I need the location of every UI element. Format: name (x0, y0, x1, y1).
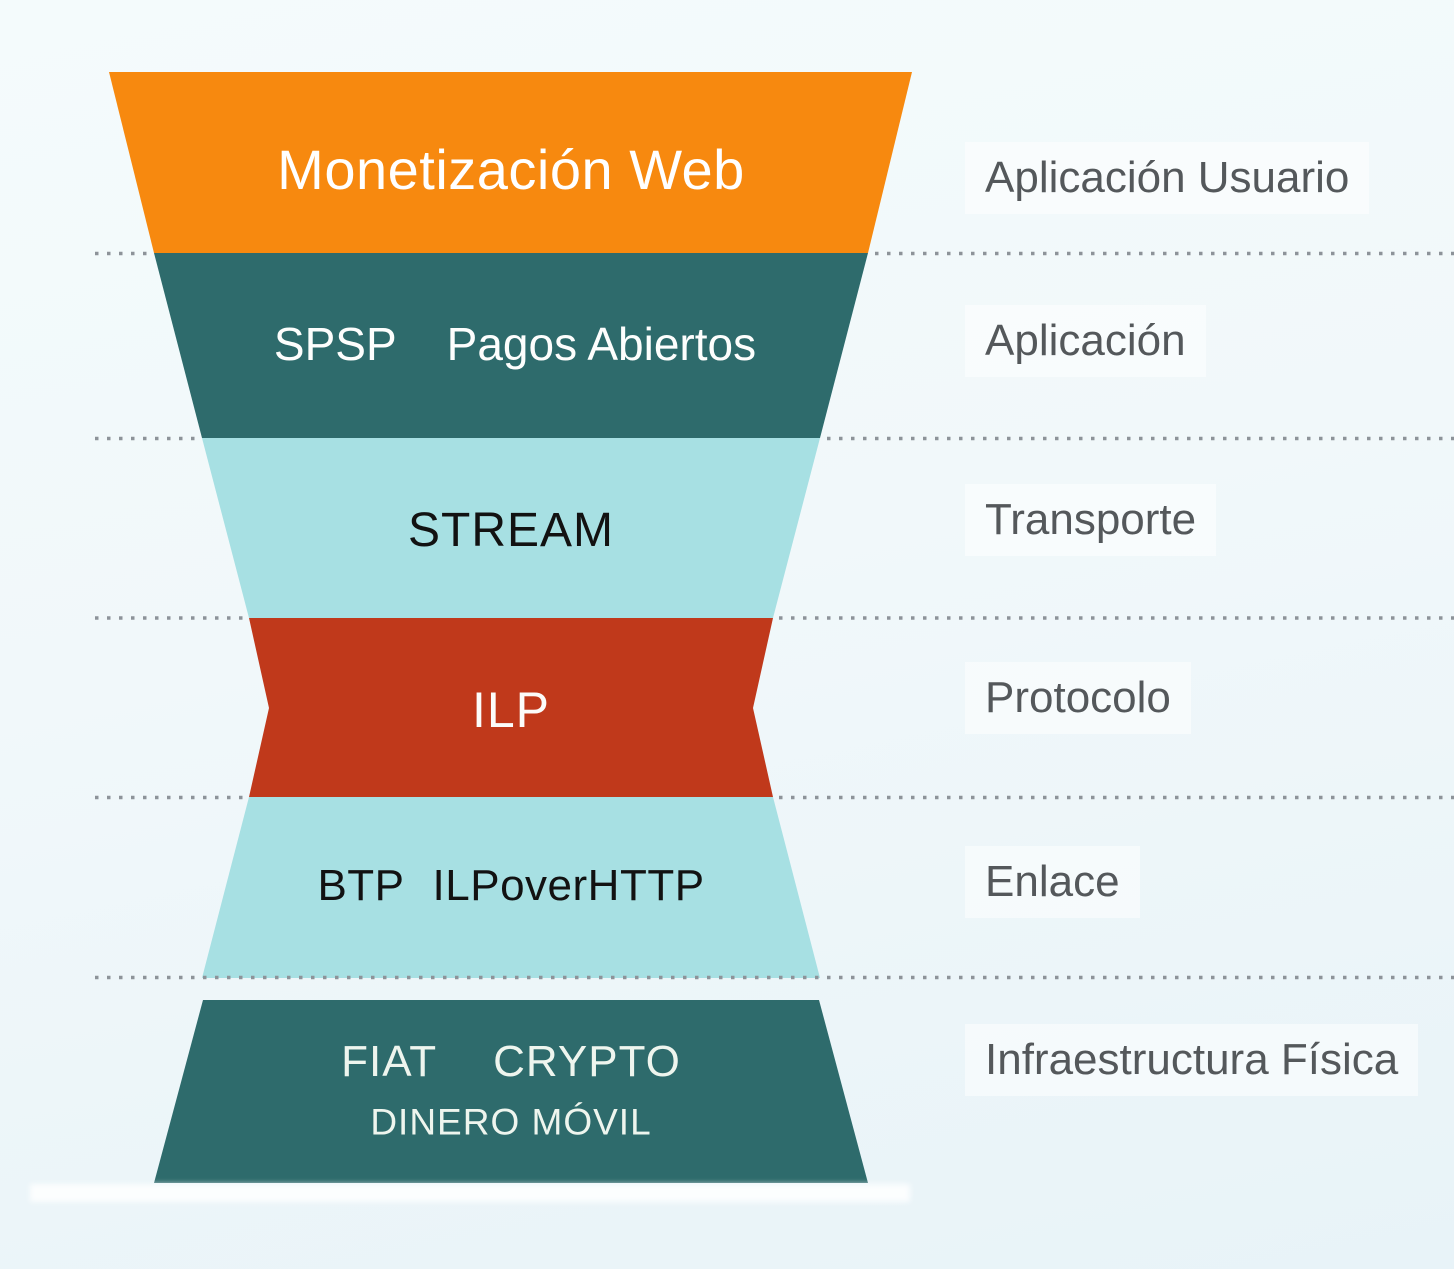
layer-label-text: Monetización Web (277, 138, 745, 201)
right-label-transporte: Transporte (965, 484, 1217, 556)
right-label-aplicacion-usuario: Aplicación Usuario (965, 142, 1370, 214)
right-label-enlace: Enlace (965, 846, 1140, 918)
btp-text: BTP (317, 861, 405, 910)
layer-shape-physical-infrastructure (154, 1000, 868, 1183)
spsp-text: SPSP (273, 318, 397, 370)
layer-label-fiat-crypto: FIAT CRYPTO (341, 1040, 681, 1084)
layer-label-stream: STREAM (408, 507, 614, 555)
layer-shape-stream (202, 438, 820, 618)
stream-text: STREAM (407, 504, 615, 557)
dinero-movil-text: DINERO MÓVIL (370, 1101, 652, 1143)
layer-label-ilp: ILP (472, 685, 550, 735)
ilp-over-http-text: ILPoverHTTP (432, 861, 705, 910)
layer-label-dinero-movil: DINERO MÓVIL (370, 1104, 651, 1141)
layer-shape-btp-ilp-over-http (202, 797, 820, 978)
layer-shape-ilp (249, 618, 773, 797)
layer-label-btp-ilp-over-http: BTP ILPoverHTTP (317, 864, 704, 908)
layer-shape-web-monetization (109, 72, 912, 253)
crypto-text: CRYPTO (493, 1037, 681, 1086)
right-label-aplicacion: Aplicación (965, 305, 1206, 377)
open-payments-text: Pagos Abiertos (446, 318, 757, 370)
layer-shape-spsp-open-payments (154, 253, 868, 438)
fiat-text: FIAT (341, 1037, 438, 1086)
right-label-infraestructura-fisica: Infraestructura Física (965, 1024, 1419, 1096)
bottom-highlight-band (30, 1184, 910, 1202)
layer-label-spsp-open-payments: SPSP Pagos Abiertos (274, 321, 756, 367)
ilp-text: ILP (471, 682, 551, 738)
right-label-protocolo: Protocolo (965, 662, 1191, 734)
layer-label-web-monetization: Monetización Web (277, 142, 745, 198)
